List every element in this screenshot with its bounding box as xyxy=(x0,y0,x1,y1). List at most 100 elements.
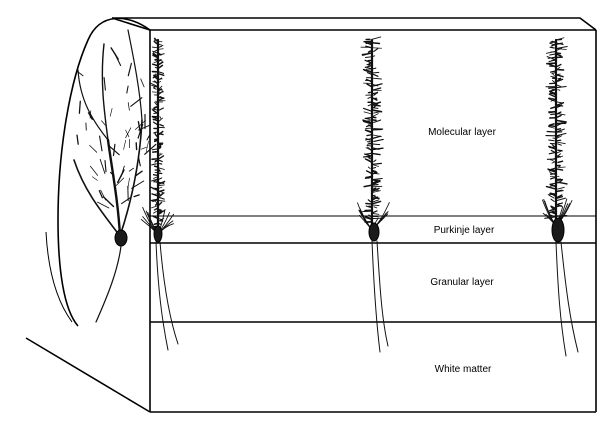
side-cell-branch-left xyxy=(73,159,121,237)
side-cell-twig xyxy=(128,167,135,172)
cell-3-twig xyxy=(548,145,557,150)
cell-3-twig xyxy=(548,139,555,142)
cell-2-twig xyxy=(365,56,372,58)
cell-1-twig xyxy=(153,75,158,80)
cell-3-twig xyxy=(548,59,555,63)
cell-2-twig xyxy=(365,147,372,151)
cell-3-twig xyxy=(556,135,563,139)
cell-3-twig xyxy=(556,47,563,51)
cell-1-twig xyxy=(157,45,163,49)
cell-3-twig xyxy=(548,126,555,129)
side-cell-primary-dendrite xyxy=(106,138,122,238)
cell-3-twig xyxy=(548,123,555,127)
cell-1-twig xyxy=(158,132,162,135)
cell-3-twig xyxy=(555,194,563,199)
cell-1-twig xyxy=(152,118,159,122)
cell-1-twig xyxy=(157,146,161,150)
cell-3-twig xyxy=(551,80,557,84)
cell-2-twig xyxy=(366,146,372,151)
side-face-folium-curve xyxy=(57,17,151,327)
cell-1-twig xyxy=(158,155,165,160)
cell-3-twig xyxy=(555,139,562,142)
cell-1-twig xyxy=(152,121,159,126)
white-matter-label: White matter xyxy=(435,364,492,375)
cell-3-twig xyxy=(549,46,555,49)
cell-3-twig xyxy=(556,205,562,208)
cell-2-twig xyxy=(373,206,378,209)
purkinje-cell-1 xyxy=(140,37,179,351)
cell-1-twig xyxy=(158,159,163,163)
cell-3-twig xyxy=(549,185,556,187)
cell-1-twig xyxy=(157,97,165,101)
cell-2-twig xyxy=(371,47,382,49)
side-cell-twig xyxy=(145,140,149,152)
cell-1-twig xyxy=(158,153,163,157)
cell-2-twig xyxy=(364,158,373,163)
cell-2-twig xyxy=(366,133,373,137)
cell-1-twig xyxy=(158,73,165,76)
cell-2-twig xyxy=(364,41,373,46)
side-cell-branch-right xyxy=(119,119,143,237)
cell-1-twig xyxy=(157,142,161,146)
cell-1-twig xyxy=(150,82,157,87)
cell-3-twig xyxy=(555,46,568,49)
cell-3-twig xyxy=(557,186,565,190)
cell-3-twig xyxy=(549,70,557,73)
cell-1-twig xyxy=(153,106,158,110)
cell-1-twig xyxy=(155,100,159,105)
cell-3-twig xyxy=(555,168,564,171)
cell-3-twig xyxy=(555,73,564,78)
cell-2-twig xyxy=(367,103,373,107)
cell-2-axon-b xyxy=(376,240,389,347)
cell-3-twig xyxy=(547,168,555,173)
cell-3-twig xyxy=(549,53,556,56)
purkinje-cell-side-view xyxy=(73,29,157,323)
cell-3-twig xyxy=(556,141,566,145)
side-cell-twig xyxy=(121,197,132,205)
cell-3-twig xyxy=(548,63,557,68)
cell-1-twig xyxy=(159,152,161,155)
cell-1-twig xyxy=(159,116,162,119)
side-face-inner-curve xyxy=(45,231,73,323)
side-cell-twig xyxy=(137,120,142,135)
cell-2-twig xyxy=(366,129,373,134)
cell-3-twig xyxy=(550,173,556,176)
purkinje-cell-3 xyxy=(542,37,579,357)
cell-1-twig xyxy=(151,115,158,120)
cell-1-twig xyxy=(153,87,157,90)
cell-1-twig xyxy=(157,177,163,181)
cell-3-twig xyxy=(557,37,565,40)
cell-1-twig xyxy=(150,178,158,182)
purkinje-cell-2 xyxy=(357,36,390,353)
cell-3-twig xyxy=(548,208,556,212)
side-cell-twig xyxy=(146,133,151,141)
side-cell-branch-upper-right xyxy=(127,29,143,121)
cell-1-twig xyxy=(159,123,165,127)
side-cell-twig xyxy=(135,170,143,177)
cell-2-twig xyxy=(372,67,377,70)
cell-3-twig xyxy=(550,75,556,78)
cell-3-twig xyxy=(556,42,564,45)
cell-3-twig xyxy=(548,86,557,89)
cell-3-twig xyxy=(549,214,557,218)
cell-2-twig xyxy=(366,63,372,67)
side-cell-twig xyxy=(140,146,148,150)
cell-1-twig xyxy=(158,184,165,187)
cell-1-twig xyxy=(153,165,158,168)
cell-1-twig xyxy=(152,63,158,67)
cell-3-twig xyxy=(557,113,566,116)
cell-2-twig xyxy=(365,117,371,120)
cell-2-twig xyxy=(366,144,373,147)
cell-1-twig xyxy=(151,193,159,197)
cell-3-twig xyxy=(548,171,555,175)
cell-2-twig xyxy=(363,69,372,74)
cell-3-twig xyxy=(556,128,565,133)
cell-3-twig xyxy=(555,134,561,139)
side-face-bottom-edge xyxy=(25,337,151,413)
side-cell-twigs xyxy=(76,47,157,209)
side-cell-twig xyxy=(117,169,125,184)
cell-3-twig xyxy=(548,194,555,199)
cell-2-twig xyxy=(367,49,373,53)
cell-2-twig xyxy=(372,200,382,205)
cell-1-twig xyxy=(152,215,158,219)
